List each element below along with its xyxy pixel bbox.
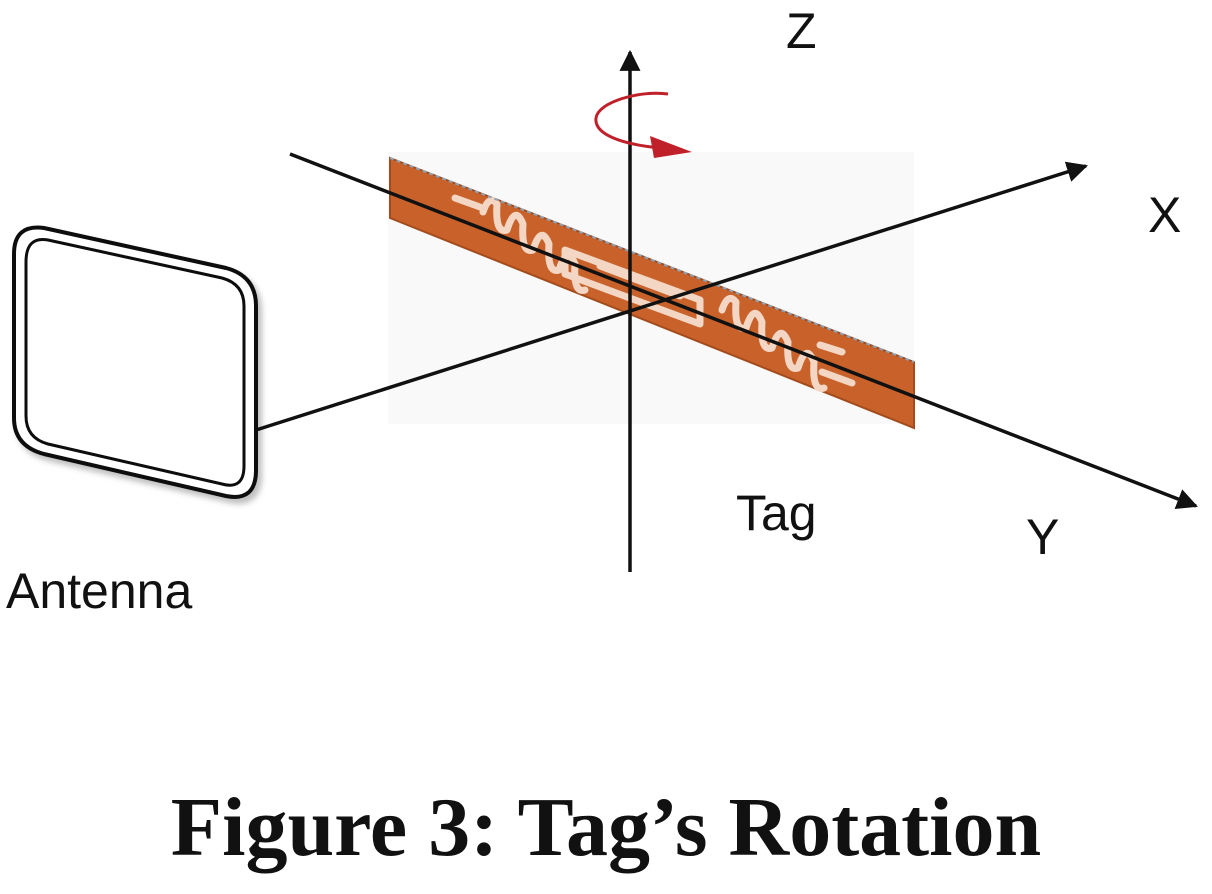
antenna-label: Antenna xyxy=(6,563,192,619)
tag-top-edge xyxy=(389,157,915,363)
y-axis xyxy=(289,152,1198,509)
z-axis-label: Z xyxy=(786,3,817,59)
x-axis-label: X xyxy=(1148,187,1181,243)
rotation-arrow-icon xyxy=(594,91,692,158)
antenna-inner xyxy=(24,237,246,487)
figure-caption: Figure 3: Tag’s Rotation xyxy=(170,781,1042,874)
antenna-panel-icon xyxy=(12,225,258,499)
x-axis xyxy=(255,161,1089,432)
y-axis-label: Y xyxy=(1026,509,1059,565)
tag-label: Tag xyxy=(736,485,817,541)
